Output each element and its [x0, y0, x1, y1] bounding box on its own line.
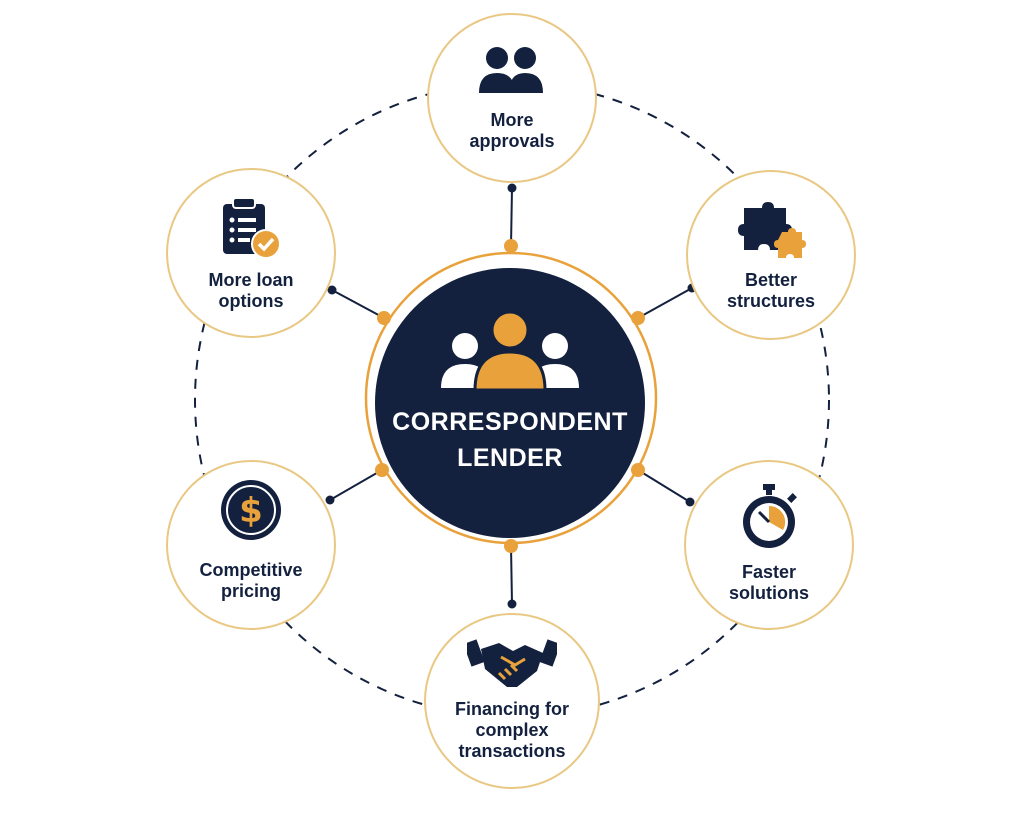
node-label: Financing for complex transactions — [455, 699, 569, 761]
center-hub: CORRESPONDENT LENDER — [375, 268, 645, 538]
node-faster-solutions: Faster solutions — [684, 460, 854, 630]
team-group-icon — [441, 310, 579, 392]
node-label: Faster solutions — [729, 562, 809, 603]
connector-upper-right — [637, 287, 693, 319]
gold-ring-dots — [375, 239, 645, 553]
node-better-structures: Better structures — [686, 170, 856, 340]
connector-bottom — [510, 545, 513, 605]
node-label: More approvals — [469, 110, 555, 151]
node-financing: Financing for complex transactions — [424, 613, 600, 789]
puzzle-pieces-icon — [738, 202, 806, 258]
connector-lower-left — [329, 469, 383, 501]
node-label: Competitive pricing — [199, 560, 303, 601]
dollar-coin-icon: $ — [221, 480, 281, 540]
connector-upper-left — [331, 289, 385, 319]
two-people-icon — [479, 47, 543, 93]
node-more-loan-options: More loan options — [166, 168, 336, 338]
handshake-icon — [467, 639, 557, 687]
node-label: Better structures — [726, 270, 816, 311]
center-label: CORRESPONDENT LENDER — [392, 408, 628, 472]
clipboard-check-icon — [223, 198, 281, 259]
node-label: More loan options — [208, 270, 294, 311]
svg-text:$: $ — [239, 491, 263, 531]
node-competitive-pricing: $ Competitive pricing — [166, 460, 336, 630]
stopwatch-icon — [743, 484, 797, 548]
connector-top — [510, 187, 513, 247]
node-more-approvals: More approvals — [427, 13, 597, 183]
connector-lower-right — [637, 469, 691, 503]
